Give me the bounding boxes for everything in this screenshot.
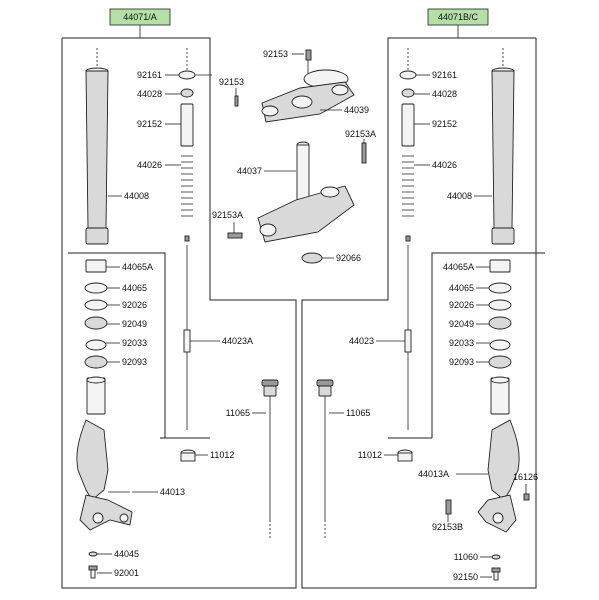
- label-11065-left: 11065: [226, 408, 250, 418]
- label-92153A-lower: 92153A: [212, 210, 243, 220]
- left-labels: 92161 44028 92152 44026 44008 44065A 440…: [97, 70, 266, 578]
- right-cartridge: [316, 379, 413, 540]
- frame-left-inner: [68, 252, 166, 438]
- label-92153-top: 92153: [263, 49, 288, 59]
- header-right-text: 44071B/C: [438, 12, 479, 22]
- left-seals: [84, 259, 108, 369]
- label-92150-right: 92150: [453, 572, 478, 582]
- label-92152-left: 92152: [137, 119, 162, 129]
- header-left: 44071/A: [109, 8, 171, 38]
- label-44026-left: 44026: [137, 160, 162, 170]
- label-92049-right: 92049: [449, 319, 474, 329]
- frame-left: [61, 37, 297, 589]
- label-44039: 44039: [344, 105, 369, 115]
- upper-triple-clamp: [234, 49, 355, 123]
- label-44065A-right: 44065A: [443, 262, 474, 272]
- right-labels: 92161 44028 92152 44026 44008 44065A 440…: [329, 70, 538, 582]
- label-92066: 92066: [336, 253, 361, 263]
- right-seals: [488, 259, 512, 369]
- label-92026-left: 92026: [122, 300, 147, 310]
- right-bolts: [491, 554, 501, 581]
- label-44065-right: 44065: [449, 283, 474, 293]
- label-44008-left: 44008: [124, 191, 149, 201]
- label-92049-left: 92049: [122, 319, 147, 329]
- label-11012-left: 11012: [210, 450, 234, 460]
- left-cartridge: [180, 379, 279, 540]
- header-right: 44071B/C: [427, 8, 489, 38]
- label-92153A-upper: 92153A: [345, 129, 376, 139]
- label-44013A-right: 44013A: [418, 469, 449, 479]
- label-92152-right: 92152: [432, 119, 457, 129]
- label-92161-right: 92161: [432, 70, 457, 80]
- label-44023A-left: 44023A: [222, 336, 253, 346]
- label-11012-right: 11012: [358, 450, 382, 460]
- label-44023-right: 44023: [349, 336, 374, 346]
- frame-right-inner: [431, 252, 545, 438]
- label-11065-right: 11065: [346, 408, 370, 418]
- label-92026-right: 92026: [449, 300, 474, 310]
- label-44028-left: 44028: [137, 89, 162, 99]
- right-inner-tube: [445, 376, 530, 533]
- label-11060-right: 11060: [454, 552, 478, 562]
- label-44045-left: 44045: [114, 549, 139, 559]
- label-92033-left: 92033: [122, 338, 147, 348]
- right-small-parts: [399, 48, 417, 430]
- label-92001-left: 92001: [114, 568, 139, 578]
- right-outer-tube: [491, 48, 515, 245]
- label-92093-right: 92093: [449, 357, 474, 367]
- label-92161-left: 92161: [137, 70, 162, 80]
- label-44026-right: 44026: [432, 160, 457, 170]
- label-92153-mid: 92153: [219, 77, 244, 87]
- label-92093-left: 92093: [122, 357, 147, 367]
- steering-stem: [227, 141, 367, 264]
- label-44065-left: 44065: [122, 283, 147, 293]
- label-44037: 44037: [237, 166, 262, 176]
- label-44008-right: 44008: [447, 191, 472, 201]
- center-labels: 92153 92153 44039 92153A 44037 92153A 92…: [212, 49, 376, 263]
- label-92153B-right: 92153B: [432, 522, 463, 532]
- header-left-text: 44071/A: [123, 12, 157, 22]
- label-92033-right: 92033: [449, 338, 474, 348]
- label-44028-right: 44028: [432, 89, 457, 99]
- left-inner-tube: [76, 376, 133, 531]
- label-44013-left: 44013: [160, 487, 185, 497]
- label-44065A-left: 44065A: [122, 262, 153, 272]
- frame-right: [301, 37, 537, 589]
- left-small-parts: [178, 48, 196, 430]
- left-outer-tube: [85, 48, 109, 245]
- left-bolts: [88, 551, 98, 579]
- label-16126-right: 16126: [513, 472, 538, 482]
